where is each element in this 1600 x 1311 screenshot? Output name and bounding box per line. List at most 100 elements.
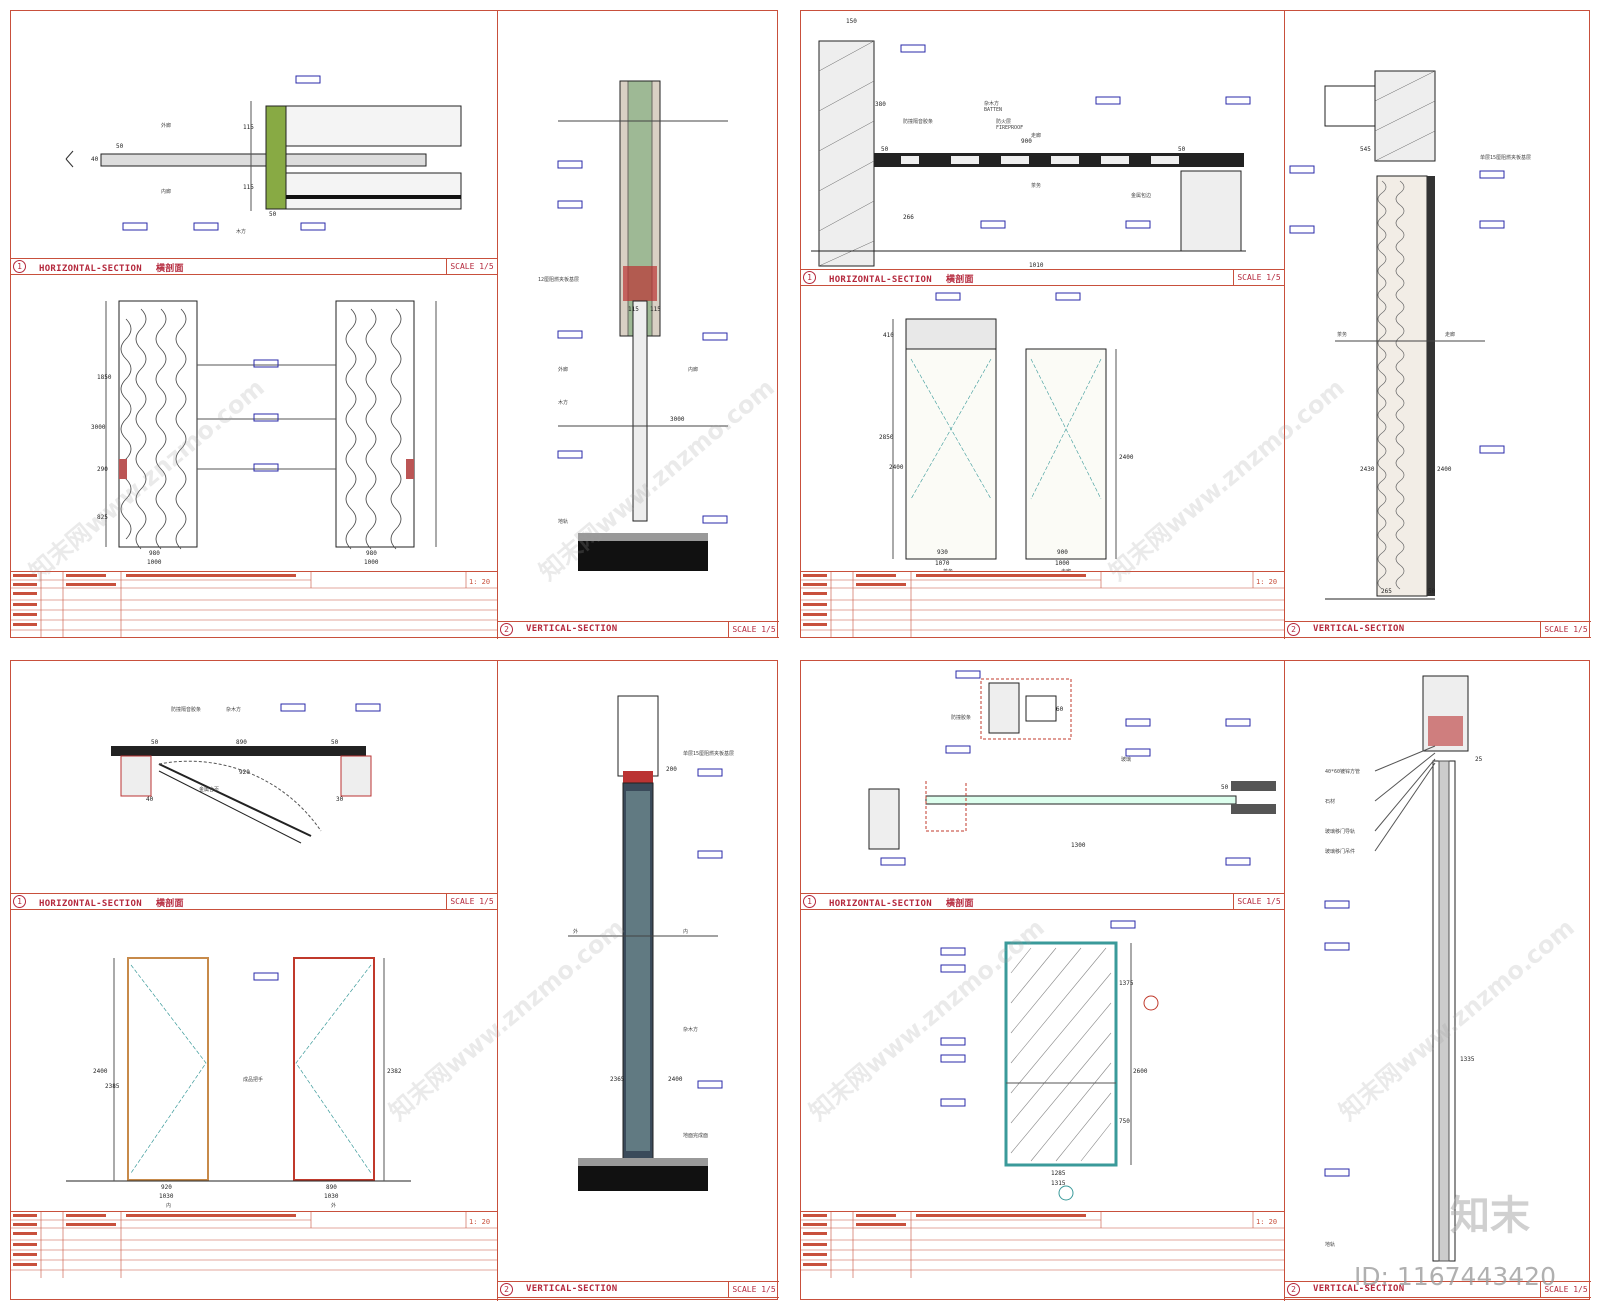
svg-text:1335: 1335	[1460, 1056, 1475, 1063]
svg-text:1315: 1315	[1051, 1180, 1066, 1187]
svg-text:50: 50	[1221, 784, 1229, 791]
sheet4-title-block: 1: 20	[801, 1211, 1284, 1278]
svg-text:防火层: 防火层	[996, 118, 1011, 125]
svg-text:茶务: 茶务	[1337, 331, 1347, 338]
sheet3-horizontal-title: HORIZONTAL-SECTION	[39, 899, 142, 909]
svg-text:2850: 2850	[879, 434, 894, 441]
sheet-3: 890 920 50 50 40 30 防撞隔音胶条 杂木方 金属合页 1 HO…	[10, 660, 779, 1301]
svg-text:1: 20: 1: 20	[469, 1218, 490, 1226]
sheet4-horizontal-cn: 横剖面	[945, 899, 974, 909]
svg-text:玻璃: 玻璃	[1121, 756, 1131, 763]
svg-text:2400: 2400	[93, 1068, 108, 1075]
svg-text:40*60镀锌方管: 40*60镀锌方管	[1325, 768, 1360, 775]
svg-text:1000: 1000	[364, 559, 379, 566]
svg-text:玻璃移门吊件: 玻璃移门吊件	[1325, 848, 1355, 855]
svg-text:BATTEN: BATTEN	[984, 107, 1002, 113]
image-id-text: ID: 1167443420	[1353, 1262, 1556, 1291]
sheet1-vertical-title: VERTICAL-SECTION	[526, 624, 618, 634]
svg-text:杂木方: 杂木方	[226, 706, 241, 713]
svg-text:50: 50	[151, 739, 159, 746]
svg-text:115: 115	[628, 306, 639, 313]
svg-text:1: 20: 1: 20	[1256, 578, 1277, 586]
svg-text:1000: 1000	[147, 559, 162, 566]
sheet2-vertical-section: 545 2430 2400 265 50 茶务 走廊 单层15厘阻燃夹板基层	[1289, 70, 1531, 600]
svg-text:防撞隔音胶条: 防撞隔音胶条	[171, 706, 201, 713]
sheet2-horizontal-title: HORIZONTAL-SECTION	[829, 275, 932, 285]
sheet4-vertical-title: VERTICAL-SECTION	[1313, 1284, 1405, 1294]
svg-text:25: 25	[1475, 756, 1483, 763]
sheet2-horizontal-number: 1	[803, 271, 816, 284]
svg-text:920: 920	[161, 1184, 172, 1191]
svg-text:930: 930	[937, 549, 948, 556]
svg-text:内廊: 内廊	[688, 366, 698, 373]
svg-text:2365: 2365	[610, 1076, 625, 1083]
svg-text:115: 115	[243, 184, 254, 191]
sheet3-vertical-section: 2365 2400 200 外 内 杂木方 地面完成面 单层15厘阻燃夹板基层	[568, 695, 734, 1191]
sheet2-title-block: 1: 20	[801, 571, 1284, 638]
svg-text:成品把手: 成品把手	[243, 1076, 263, 1083]
svg-text:石材: 石材	[1325, 798, 1335, 805]
sheet3-horizontal-cn: 横剖面	[155, 899, 184, 909]
svg-text:150: 150	[846, 18, 857, 25]
svg-text:杂木方: 杂木方	[984, 100, 999, 107]
svg-text:50: 50	[1428, 588, 1436, 595]
svg-text:1: 20: 1: 20	[1256, 1218, 1277, 1226]
sheet2-vertical-number: 2	[1287, 623, 1300, 636]
brand-logo: 知末	[1450, 1193, 1530, 1239]
svg-text:FIREPROOF: FIREPROOF	[996, 125, 1023, 131]
svg-text:266: 266	[903, 214, 914, 221]
sheet1-horizontal-number: 1	[13, 260, 26, 273]
sheet2-horizontal-scale: SCALE 1/5	[1233, 270, 1284, 285]
svg-text:走廊: 走廊	[1061, 568, 1071, 571]
svg-text:外: 外	[331, 1202, 336, 1209]
svg-text:走廊: 走廊	[1031, 132, 1041, 139]
sheet1-horizontal-cn: 横剖面	[155, 264, 184, 274]
svg-text:金属合页: 金属合页	[199, 786, 219, 793]
svg-text:1070: 1070	[935, 560, 950, 567]
svg-text:1010: 1010	[1029, 262, 1044, 269]
sheet1-vertical-scale: SCALE 1/5	[728, 622, 779, 637]
svg-text:防撞胶条: 防撞胶条	[951, 714, 971, 721]
svg-text:地面完成面: 地面完成面	[683, 1132, 708, 1139]
svg-text:200: 200	[666, 766, 677, 773]
svg-text:40: 40	[91, 156, 99, 163]
sheet4-vertical-number: 2	[1287, 1283, 1300, 1296]
sheet3-horizontal-scale: SCALE 1/5	[446, 894, 497, 909]
svg-text:50: 50	[116, 143, 124, 150]
svg-text:茶务: 茶务	[943, 568, 953, 571]
svg-text:单层15厘阻燃夹板基层: 单层15厘阻燃夹板基层	[683, 750, 734, 757]
svg-text:40: 40	[146, 796, 154, 803]
svg-text:2400: 2400	[668, 1076, 683, 1083]
svg-text:50: 50	[881, 146, 889, 153]
svg-text:木方: 木方	[558, 399, 568, 406]
svg-text:单层15厘阻燃夹板基层: 单层15厘阻燃夹板基层	[1480, 154, 1531, 161]
sheet3-horizontal-plan: 890 920 50 50 40 30 防撞隔音胶条 杂木方 金属合页	[111, 703, 381, 844]
svg-text:外廊: 外廊	[558, 366, 568, 373]
sheet2-vertical-title-bar: 2 VERTICAL-SECTION SCALE 1/5	[1285, 621, 1591, 638]
sheet4-horizontal-title: HORIZONTAL-SECTION	[829, 899, 932, 909]
svg-text:290: 290	[97, 466, 108, 473]
sheet4-horizontal-number: 1	[803, 895, 816, 908]
svg-text:1375: 1375	[1119, 980, 1134, 987]
svg-text:外廊: 外廊	[161, 122, 171, 129]
svg-text:2385: 2385	[105, 1083, 120, 1090]
sheet1-horizontal-plan: 115 115 40 50 50 外廊 内廊 木方	[65, 75, 462, 235]
sheet1-horizontal-title: HORIZONTAL-SECTION	[39, 264, 142, 274]
svg-text:115: 115	[650, 306, 661, 313]
svg-text:1300: 1300	[1071, 842, 1086, 849]
sheet2-horizontal-plan: 150 380 900 50 50 266 1010 防撞隔音胶条 杂木方 BA…	[811, 18, 1251, 269]
svg-text:2400: 2400	[1437, 466, 1452, 473]
svg-text:内廊: 内廊	[161, 188, 171, 195]
sheet1-horizontal-scale: SCALE 1/5	[446, 259, 497, 274]
svg-text:1: 20: 1: 20	[469, 578, 490, 586]
sheet1-title-block: 1: 20	[11, 571, 497, 638]
sheet1-horizontal-title-bar: 1 HORIZONTAL-SECTION 横剖面 SCALE 1/5	[11, 258, 497, 275]
svg-text:外: 外	[573, 928, 578, 935]
sheet3-horizontal-number: 1	[13, 895, 26, 908]
sheet1-vertical-section: 115 115 3000 外廊 内廊 木方 地轨 12厘阻燃夹板基层	[538, 80, 728, 571]
svg-text:410: 410	[883, 332, 894, 339]
svg-text:1030: 1030	[324, 1193, 339, 1200]
svg-text:走廊: 走廊	[1445, 331, 1455, 338]
svg-text:2430: 2430	[1360, 466, 1375, 473]
